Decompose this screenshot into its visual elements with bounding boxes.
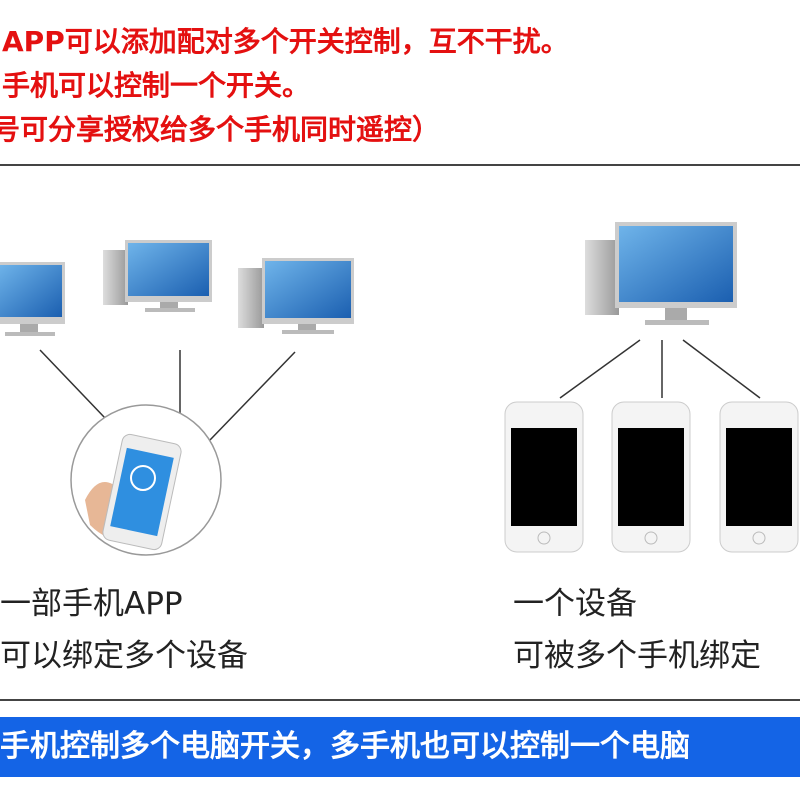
banner: 手机控制多个电脑开关，多手机也可以控制一个电脑: [0, 717, 800, 777]
right-caption-2: 可被多个手机绑定: [513, 638, 761, 674]
note-line-1: APP可以添加配对多个开关控制，互不干扰。: [2, 25, 569, 58]
bottom-divider: [0, 699, 800, 701]
computer-icon: [0, 262, 65, 336]
left-caption-2: 可以绑定多个设备: [0, 638, 248, 674]
top-divider: [0, 164, 800, 166]
phone-icon: [719, 401, 799, 553]
note-line-2: 手机可以控制一个开关。: [2, 69, 311, 102]
note-line-3: 号可分享授权给多个手机同时遥控）: [0, 113, 441, 146]
phone-icon: [611, 401, 691, 553]
computer-icon: [238, 258, 354, 334]
banner-text: 手机控制多个电脑开关，多手机也可以控制一个电脑: [0, 729, 690, 764]
computer-icon: [585, 222, 737, 325]
computer-icon: [103, 240, 212, 312]
connection-lines: [39, 339, 761, 441]
phone-in-hand-icon: [70, 404, 222, 556]
right-caption-1: 一个设备: [513, 586, 637, 622]
left-caption-1: 一部手机APP: [0, 586, 183, 622]
phone-icon: [504, 401, 584, 553]
